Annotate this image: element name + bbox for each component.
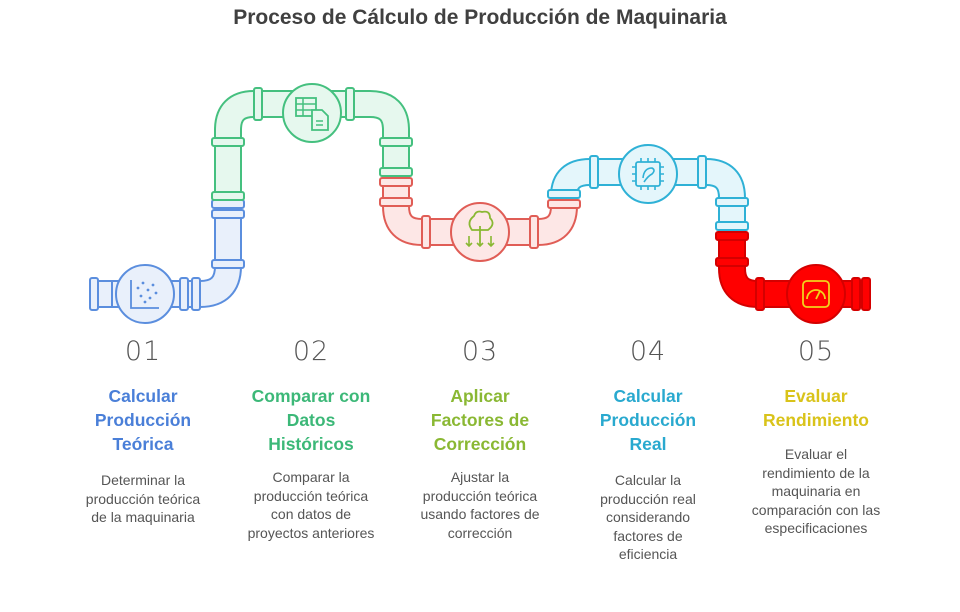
description-line: producción real <box>600 490 696 507</box>
step-01-heading: Calcular Producción Teórica <box>63 384 223 456</box>
heading-line: Producción <box>599 410 697 430</box>
description-line: de la maquinaria <box>91 509 195 525</box>
step-03-number: 03 <box>461 336 499 367</box>
description-line: Comparar la <box>272 469 350 485</box>
step-05-heading: Evaluar Rendimiento <box>736 384 896 432</box>
processor-chip-icon <box>618 144 678 204</box>
step-04-number: 04 <box>629 336 667 367</box>
page-title: Proceso de Cálculo de Producción de Maqu… <box>233 6 727 29</box>
heading-line: Real <box>629 434 667 454</box>
description-line: producción teórica <box>85 490 201 507</box>
step-04-heading: Calcular Producción Real <box>568 384 728 456</box>
heading-line: Factores de <box>430 410 530 430</box>
heading-line: Calcular <box>613 386 683 406</box>
step-04-description: Calcular la producción real considerando… <box>568 471 728 564</box>
heading-line: Teórica <box>112 434 174 454</box>
heading-line: Datos <box>286 410 336 430</box>
spreadsheet-document-icon <box>282 83 342 143</box>
pipe-couplings <box>89 87 871 311</box>
step-02-heading: Comparar con Datos Históricos <box>231 384 391 456</box>
step-01-number: 01 <box>124 336 162 367</box>
step-03-description: Ajustar la producción teórica usando fac… <box>400 468 560 542</box>
tree-arrows-icon <box>450 202 510 262</box>
description-line: comparación con las <box>751 501 881 518</box>
description-line: rendimiento de la <box>762 464 870 481</box>
scatter-chart-icon <box>115 264 175 324</box>
description-line: corrección <box>447 524 513 541</box>
step-01-description: Determinar la producción teórica de la m… <box>63 471 223 527</box>
description-line: proyectos anteriores <box>247 524 375 541</box>
description-line: Determinar la <box>100 472 186 488</box>
description-line: especificaciones <box>764 520 868 536</box>
step-05-number: 05 <box>797 336 835 367</box>
description-line: Evaluar el <box>784 446 848 462</box>
step-01: Calcular Producción Teórica Determinar l… <box>63 384 223 527</box>
step-02-description: Comparar la producción teórica con datos… <box>231 468 391 542</box>
heading-line: Aplicar <box>450 386 510 406</box>
description-line: usando factores de <box>420 506 540 522</box>
step-03: Aplicar Factores de Corrección Ajustar l… <box>400 384 560 542</box>
step-02-number: 02 <box>292 336 330 367</box>
step-03-heading: Aplicar Factores de Corrección <box>400 384 560 456</box>
description-line: considerando <box>605 509 691 525</box>
description-line: maquinaria en <box>771 483 861 499</box>
description-line: Ajustar la <box>450 469 510 485</box>
heading-line: Comparar con <box>251 386 371 406</box>
step-05-description: Evaluar el rendimiento de la maquinaria … <box>736 445 896 538</box>
step-02: Comparar con Datos Históricos Comparar l… <box>231 384 391 542</box>
heading-line: Evaluar <box>784 386 848 406</box>
description-line: Calcular la <box>614 472 682 488</box>
heading-line: Rendimiento <box>763 410 869 430</box>
step-05: Evaluar Rendimiento Evaluar el rendimien… <box>736 384 896 538</box>
heading-line: Históricos <box>268 434 354 454</box>
description-line: factores de <box>613 527 683 544</box>
description-line: eficiencia <box>618 546 678 562</box>
heading-line: Producción <box>94 410 192 430</box>
description-line: producción teórica <box>422 487 538 504</box>
heading-line: Calcular <box>108 386 178 406</box>
gauge-icon <box>786 264 846 324</box>
heading-line: Corrección <box>433 434 527 454</box>
description-line: con datos de <box>270 506 352 522</box>
description-line: producción teórica <box>253 487 369 504</box>
step-04: Calcular Producción Real Calcular la pro… <box>568 384 728 564</box>
